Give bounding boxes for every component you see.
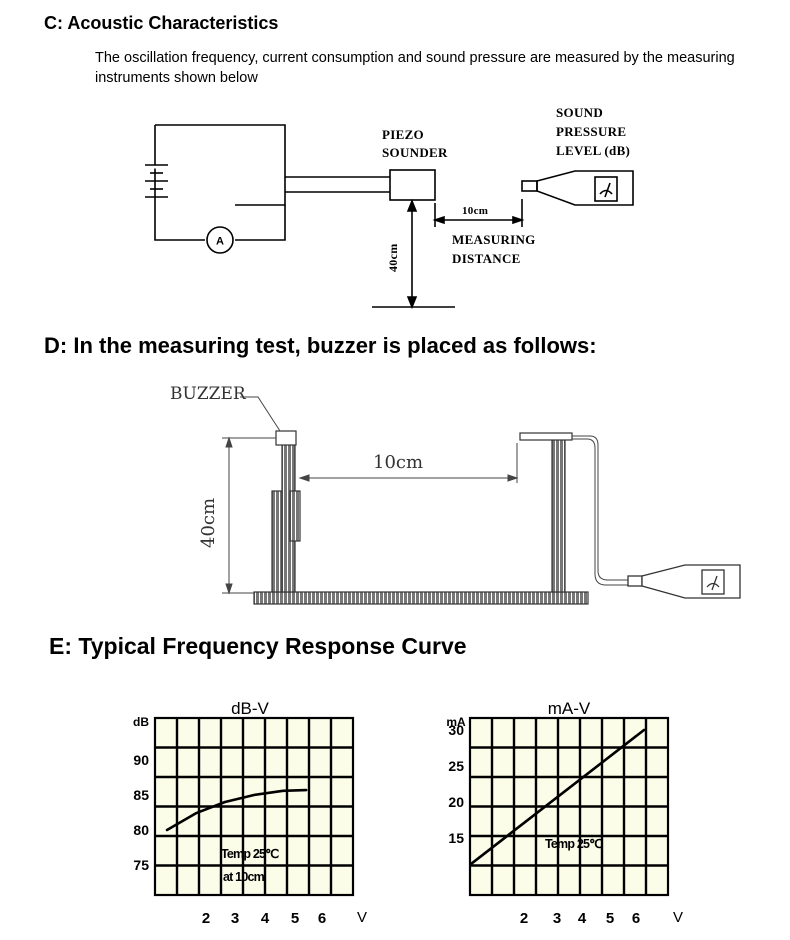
circuit-wire xyxy=(154,124,286,241)
x-tick-label: 6 xyxy=(318,910,326,927)
y-tick-label: 25 xyxy=(448,758,464,774)
chart-title: dB-V xyxy=(231,699,269,718)
buzzer-placement-diagram xyxy=(222,396,741,605)
measurement-circuit-diagram: A xyxy=(140,124,634,310)
x-tick-label: 6 xyxy=(632,910,640,927)
section-e-heading: E: Typical Frequency Response Curve xyxy=(49,633,467,659)
spl-meter-icon xyxy=(521,170,634,206)
series-line xyxy=(165,788,308,832)
x-tick-label: 4 xyxy=(578,910,587,927)
left-clamp xyxy=(289,490,301,542)
x-axis-label: V xyxy=(673,909,683,926)
y-tick-label: 90 xyxy=(133,752,149,768)
measuring-distance-label: MEASURING DISTANCE xyxy=(452,232,536,266)
right-post xyxy=(551,438,566,593)
height-value-label: 40cm xyxy=(386,243,400,272)
x-tick-label: 5 xyxy=(606,910,614,927)
circuit-wire-lower xyxy=(235,205,286,241)
microphone xyxy=(519,432,573,441)
y-tick-label: 30 xyxy=(448,722,464,738)
sound-pressure-label: SOUND PRESSURE LEVEL (dB) xyxy=(556,105,631,158)
section-c-heading: C: Acoustic Characteristics xyxy=(44,13,279,33)
x-tick-label: 3 xyxy=(231,910,239,927)
distance-value-label: 10cm xyxy=(462,205,489,217)
x-tick-label: 3 xyxy=(553,910,561,927)
piezo-sounder-box xyxy=(389,169,436,201)
piezo-label: PIEZO SOUNDER xyxy=(382,127,448,160)
chart-annotation: at 10cm xyxy=(223,870,265,884)
left-bracket xyxy=(271,490,283,593)
chart-title: mA-V xyxy=(548,699,591,718)
ammeter-icon xyxy=(206,226,234,254)
section-d-heading: D: In the measuring test, buzzer is plac… xyxy=(44,333,597,358)
chart-db-v: dB-V dB 90 85 80 75 2 3 4 5 6 V Temp 25℃ at 10cm xyxy=(133,699,367,927)
y-tick-label: 85 xyxy=(133,787,149,803)
x-tick-label: 5 xyxy=(291,910,299,927)
buzzer-box xyxy=(275,430,297,446)
buzzer-label: BUZZER xyxy=(170,384,246,404)
y-tick-label: 80 xyxy=(133,822,149,838)
chart-annotation: Temp 25℃ xyxy=(221,847,279,861)
battery-icon xyxy=(140,164,172,198)
height-label-d: 40cm xyxy=(198,497,219,548)
x-axis-label: V xyxy=(357,909,367,926)
x-tick-label: 2 xyxy=(202,910,210,927)
y-tick-label: 20 xyxy=(448,794,464,810)
series-line xyxy=(470,728,646,865)
ammeter-label: A xyxy=(216,236,224,248)
y-axis-label: dB xyxy=(133,715,149,729)
base-plate xyxy=(253,591,589,605)
x-tick-label: 2 xyxy=(520,910,528,927)
y-tick-label: 15 xyxy=(448,830,464,846)
spl-meter-icon-d xyxy=(627,564,741,599)
section-c-description: The oscillation frequency, current consu… xyxy=(95,50,735,86)
y-axis-label: mA xyxy=(446,715,466,729)
chart-annotation: Temp 25℃ xyxy=(545,837,603,851)
y-tick-label: 75 xyxy=(133,857,149,873)
x-tick-label: 4 xyxy=(261,910,270,927)
distance-label-d: 10cm xyxy=(373,452,424,473)
